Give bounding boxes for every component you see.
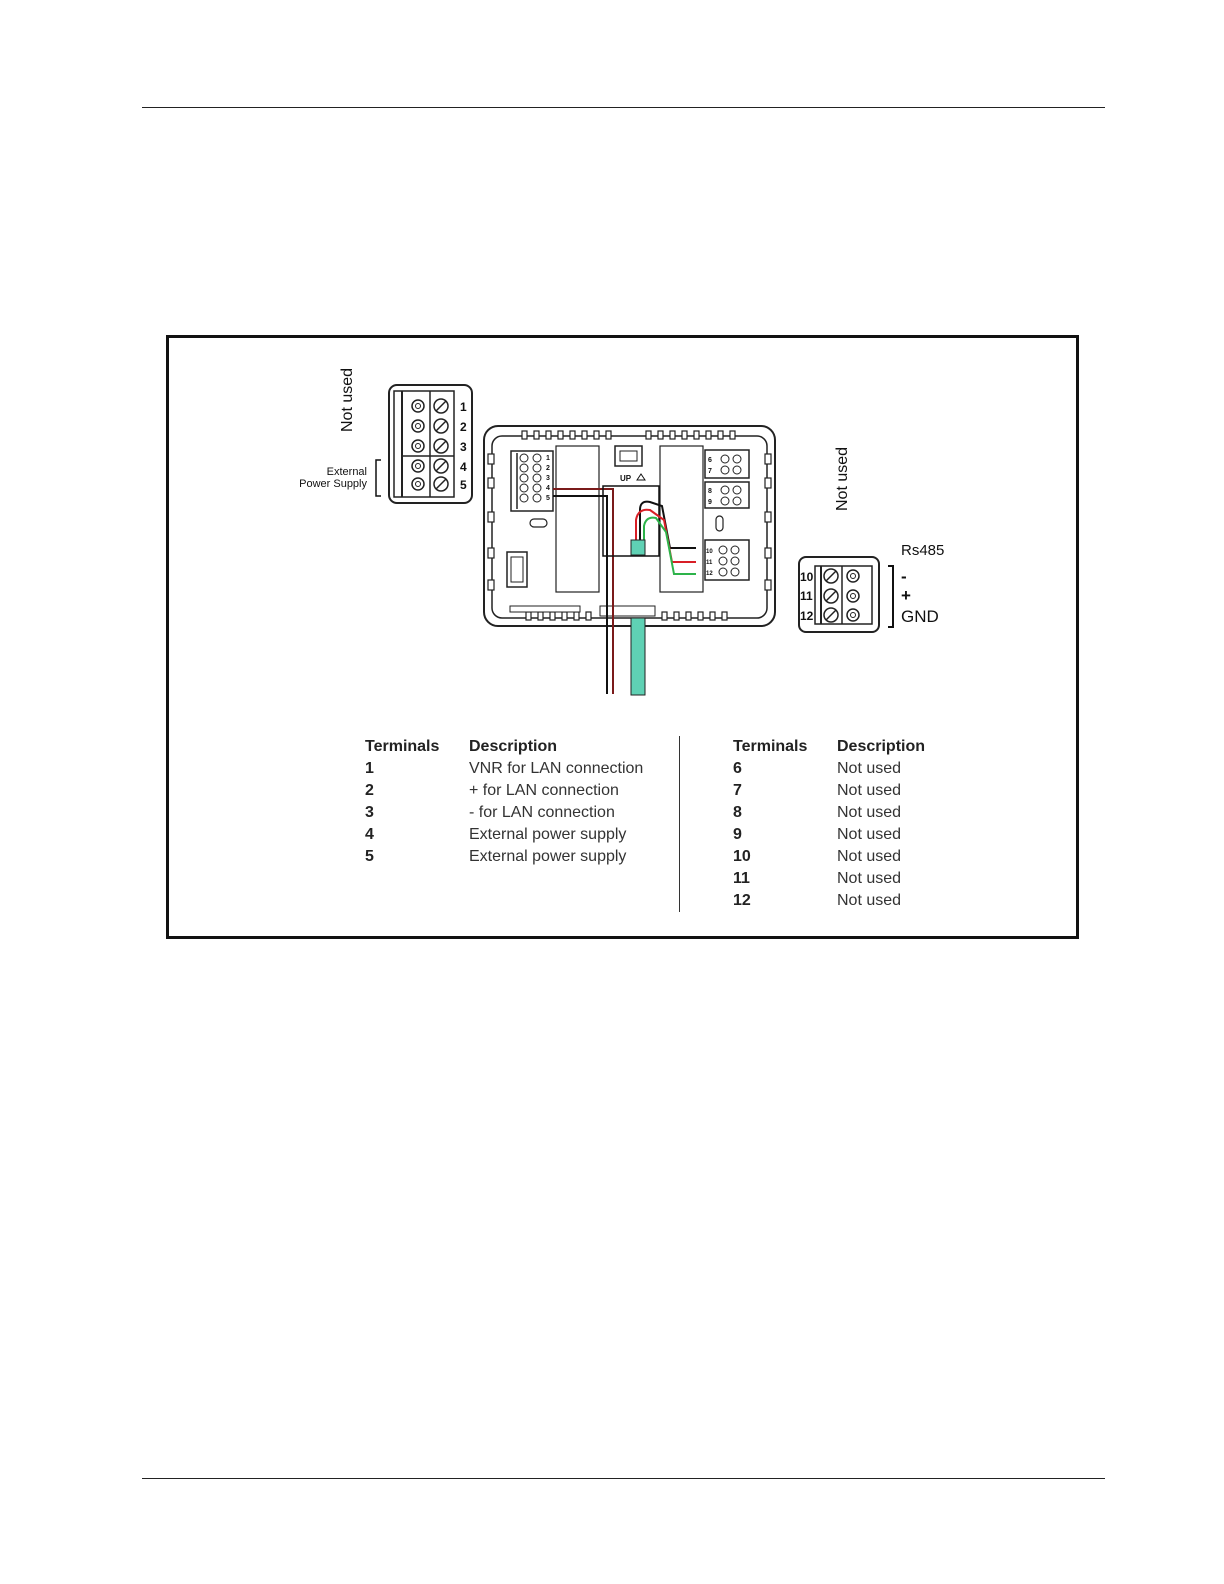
terminal-number: 3	[365, 804, 374, 821]
terminal-description: External power supply	[469, 826, 627, 843]
terminal-description: Not used	[837, 848, 902, 865]
terminal-description: External power supply	[469, 848, 627, 865]
col-header-terminals: Terminals	[365, 738, 440, 755]
col-header-description: Description	[469, 738, 558, 755]
terminal-description: Not used	[837, 892, 902, 909]
terminal-description: + for LAN connection	[469, 782, 619, 799]
terminal-number: 11	[733, 870, 750, 887]
col-header-description: Description	[837, 738, 926, 755]
terminal-number: 1	[365, 760, 374, 777]
figure-frame	[166, 335, 1079, 939]
terminal-number: 7	[733, 782, 742, 799]
terminal-description: Not used	[837, 782, 902, 799]
terminal-number: 5	[365, 848, 374, 865]
terminal-number: 10	[733, 848, 751, 865]
col-header-terminals: Terminals	[733, 738, 808, 755]
terminal-number: 8	[733, 804, 742, 821]
terminal-number: 12	[733, 892, 751, 909]
terminal-description: Not used	[837, 826, 902, 843]
terminal-description: Not used	[837, 760, 902, 777]
terminal-description: Not used	[837, 804, 902, 821]
terminal-number: 2	[365, 782, 374, 799]
header-rule	[142, 107, 1105, 108]
terminal-number: 4	[365, 826, 374, 843]
terminal-number: 9	[733, 826, 742, 843]
terminal-description: - for LAN connection	[469, 804, 615, 821]
table-divider	[679, 736, 680, 912]
terminal-description: Not used	[837, 870, 902, 887]
footer-rule	[142, 1478, 1105, 1479]
terminal-description: VNR for LAN connection	[469, 760, 644, 777]
terminal-number: 6	[733, 760, 742, 777]
